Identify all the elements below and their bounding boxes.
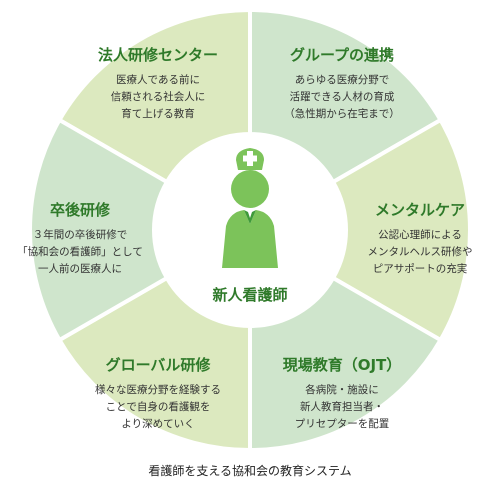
- segment-title: グループの連携: [290, 46, 394, 64]
- segment-title: 現場教育（OJT）: [283, 356, 402, 374]
- segment-description-line: 医療人である前に: [116, 73, 200, 86]
- segment-description-line: 「協和会の看護師」として: [17, 245, 143, 258]
- segment-title: グローバル研修: [106, 356, 212, 374]
- segment-description-line: 各病院・施設に: [305, 383, 379, 396]
- segment-description-line: あらゆる医療分野で: [295, 73, 390, 86]
- diagram-caption: 看護師を支える協和会の教育システム: [148, 464, 352, 478]
- segment-description-line: 活躍できる人材の育成: [290, 90, 395, 103]
- segment-description-line: 一人前の医療人に: [38, 262, 122, 275]
- nurse-icon: [222, 148, 278, 268]
- segment-description-line: より深めていく: [121, 418, 194, 430]
- center-label: 新人看護師: [212, 286, 287, 304]
- segment-description-line: メンタルヘルス研修や: [368, 245, 473, 258]
- segment-description-line: （急性期から在宅まで）: [284, 107, 400, 120]
- segment-description-line: 様々な医療分野を経験する: [95, 383, 221, 396]
- segment-title: 卒後研修: [50, 201, 111, 219]
- segment-description-line: 信頼される社会人に: [111, 90, 206, 103]
- segment-description-line: 育て上げる教育: [121, 107, 195, 120]
- segment-description-line: ピアサポートの充実: [373, 262, 468, 275]
- segment-description-line: 公認心理師による: [378, 228, 462, 241]
- segment-description-line: 新人教育担当者・: [300, 400, 384, 413]
- segment-description-line: プリセプターを配置: [295, 418, 390, 430]
- segment-description-line: ３年間の卒後研修で: [33, 228, 128, 241]
- segment-description-line: ことで自身の看護観を: [106, 400, 211, 413]
- segment-title: メンタルケア: [375, 201, 465, 219]
- segment-title: 法人研修センター: [98, 46, 218, 64]
